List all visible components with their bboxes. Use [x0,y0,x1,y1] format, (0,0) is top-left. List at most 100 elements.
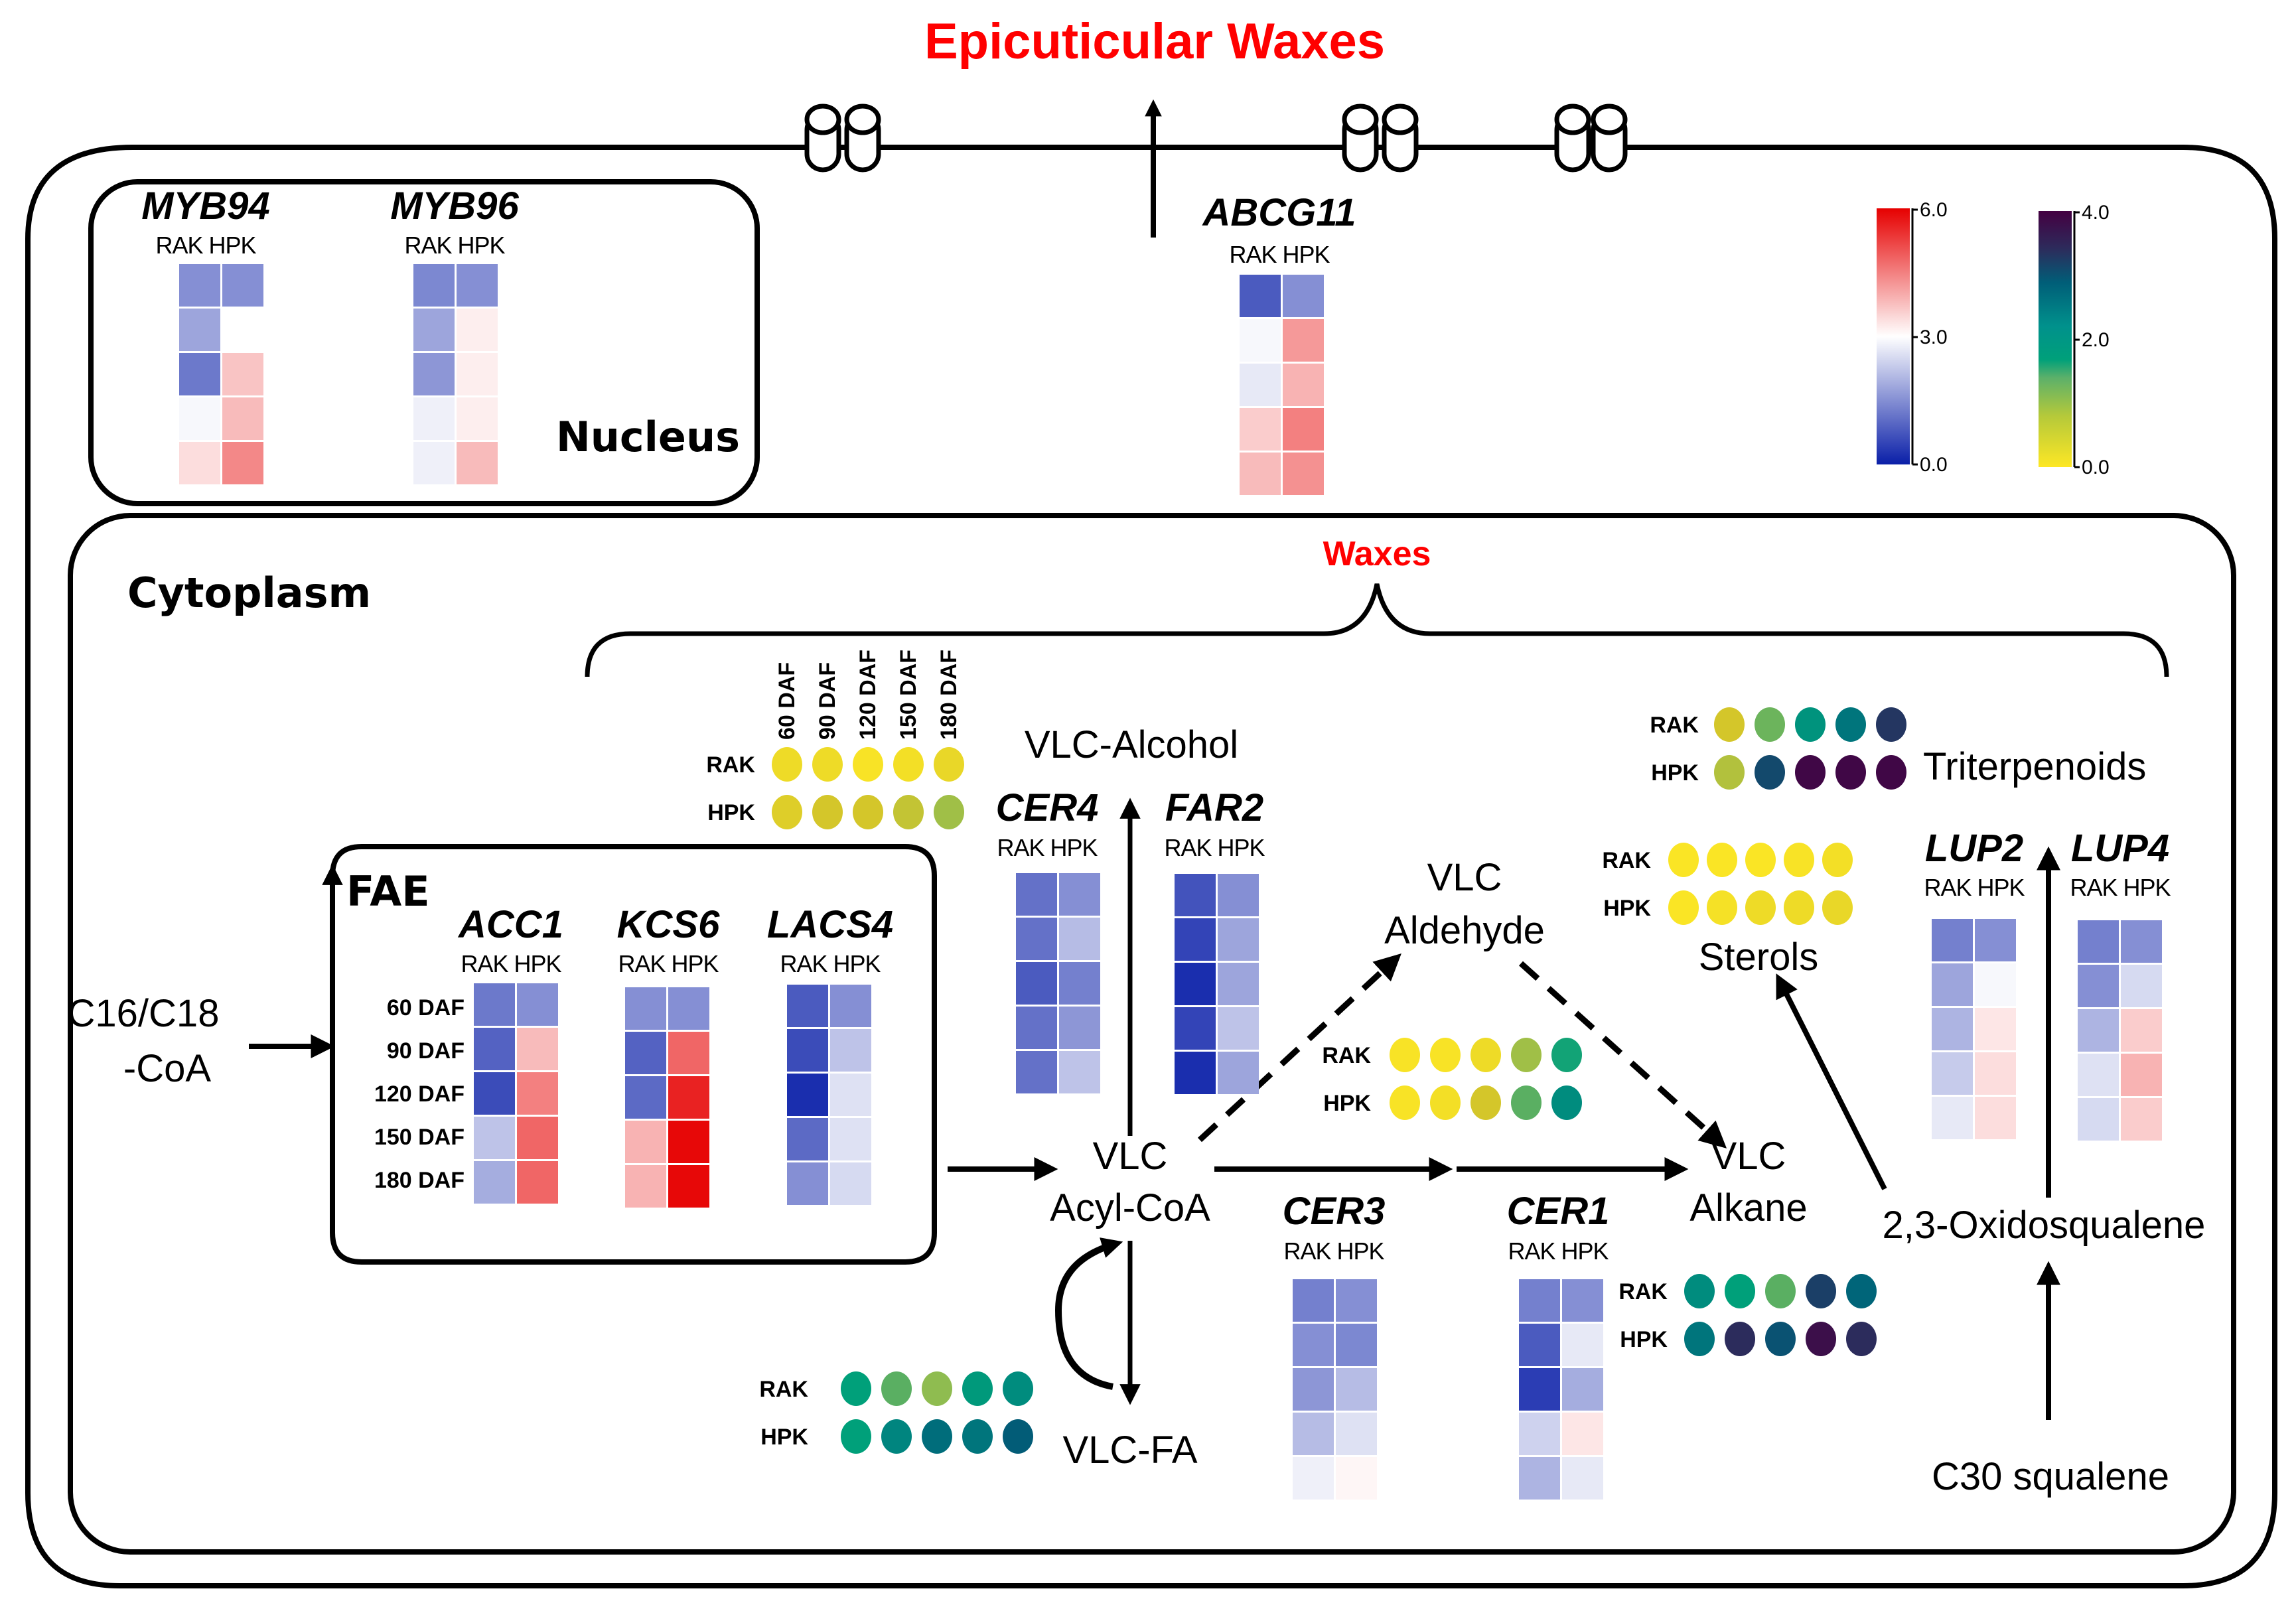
column-labels: RAK HPK [1508,1237,1609,1265]
heatmap-cell [1932,1097,1973,1139]
heatmap-cell [1016,1051,1057,1093]
metabolite-legend: 4.0 2.0 0.0 [2039,202,2110,478]
heatmap-cell [1519,1413,1560,1455]
metabolite-dot [1784,890,1814,925]
heatmap-cell [1175,963,1216,1005]
metabolite-dot [893,795,924,829]
heatmap-cell [1059,1007,1100,1049]
metabolite-dot [922,1371,952,1406]
heatmap-cell [1283,453,1324,495]
heatmap-cell [1562,1279,1603,1322]
heatmap-cell [787,1029,828,1072]
precursor-line1: C16/C18 [68,992,220,1035]
heatmap-cell [1336,1457,1377,1500]
heatmap-cell [2121,920,2162,963]
heatmap-cell [1519,1368,1560,1411]
heatmap-cell [413,309,455,351]
metabolite-dot [1551,1038,1582,1072]
metabolite-scale-max: 4.0 [2082,202,2110,224]
heatmap-cell [625,1121,666,1163]
heatmap-cell [1975,1097,2016,1139]
heatmap-cell [1336,1368,1377,1411]
metabolite-dot [1822,890,1853,925]
timepoint-label: 180 DAF [374,1168,465,1193]
metabolite-dot [922,1419,952,1454]
heatmap-cell [1016,1007,1057,1049]
heatmap-cell [1562,1324,1603,1366]
heatmap-cell [179,397,220,440]
metabolite-dot [1714,707,1745,742]
metabolite-colorbar [2039,211,2072,467]
column-labels: RAK HPK [1229,241,1330,268]
gene-name: FAR2 [1165,786,1263,829]
metabolite-dot [1668,890,1699,925]
heatmap-cell [1975,1052,2016,1095]
gene-name: LUP2 [1925,827,2023,870]
waxes-label: Waxes [1323,535,1431,573]
heatmap-cell [1562,1368,1603,1411]
heatmap-cell [179,264,220,307]
metabolite-dot [1707,843,1737,877]
transporter-channel-icon [844,104,881,173]
heatmap-cell [474,1072,515,1115]
heatmap-cell [413,353,455,395]
heatmap-cell [1975,919,2016,961]
heatmap-cell [830,985,871,1027]
timepoint-label: 60 DAF [387,995,465,1020]
vlc-aldehyde-line1: VLC [1427,856,1502,899]
metabolite-dot [1390,1085,1420,1120]
heatmap-cell [1932,1052,1973,1095]
heatmap-cell [474,1161,515,1204]
heatmap-cell [2121,1009,2162,1052]
heatmap-cell [1562,1413,1603,1455]
metabolite-scale-mid: 2.0 [2082,329,2110,351]
heatmap-cell [2078,965,2119,1007]
heatmap-cell [625,1165,666,1208]
vlc-alkane-line2: Alkane [1689,1186,1807,1229]
sterols-label: Sterols [1699,936,1819,979]
vlc-alkane-line1: VLC [1711,1135,1786,1178]
metabolite-dot [881,1419,912,1454]
metabolite-dot [841,1371,871,1406]
heatmap-cell [625,1076,666,1119]
timepoint-header: 90 DAF [815,662,840,740]
heatmap-cell [1240,408,1281,451]
metabolite-dot [853,747,883,782]
heatmap-cell [1293,1324,1334,1366]
heatmap-cell [222,309,263,351]
nucleus-box [88,179,760,506]
heatmap-cell [1283,275,1324,317]
heatmap-cell [1519,1279,1560,1322]
timepoint-header: 60 DAF [774,662,800,740]
metabolite-dot [812,795,843,829]
triterpenoids-label: Triterpenoids [1923,745,2146,788]
metabolite-dot [1876,755,1906,790]
transporter-channel-icon [804,104,841,173]
oxidosqualene-label: 2,3-Oxidosqualene [1883,1204,2206,1247]
heatmap-cell [1336,1279,1377,1322]
heatmap-cell [2078,920,2119,963]
heatmap-cell [179,442,220,484]
squalene-label: C30 squalene [1932,1455,2169,1498]
metabolite-dot [1430,1085,1461,1120]
heatmap-cell [1218,918,1259,961]
cell-membrane [25,145,2277,1588]
metabolite-dot [1668,843,1699,877]
column-labels: RAK HPK [404,232,505,259]
metabolite-dot [1684,1322,1715,1356]
gene-name: ABCG11 [1202,191,1356,234]
gene-scale-mid: 3.0 [1920,326,1948,348]
heatmap-cell [517,1028,558,1070]
timepoint-header: 180 DAF [936,650,962,740]
heatmap-cell [787,1074,828,1116]
row-label: HPK [1603,896,1651,921]
heatmap-cell [1218,1052,1259,1094]
